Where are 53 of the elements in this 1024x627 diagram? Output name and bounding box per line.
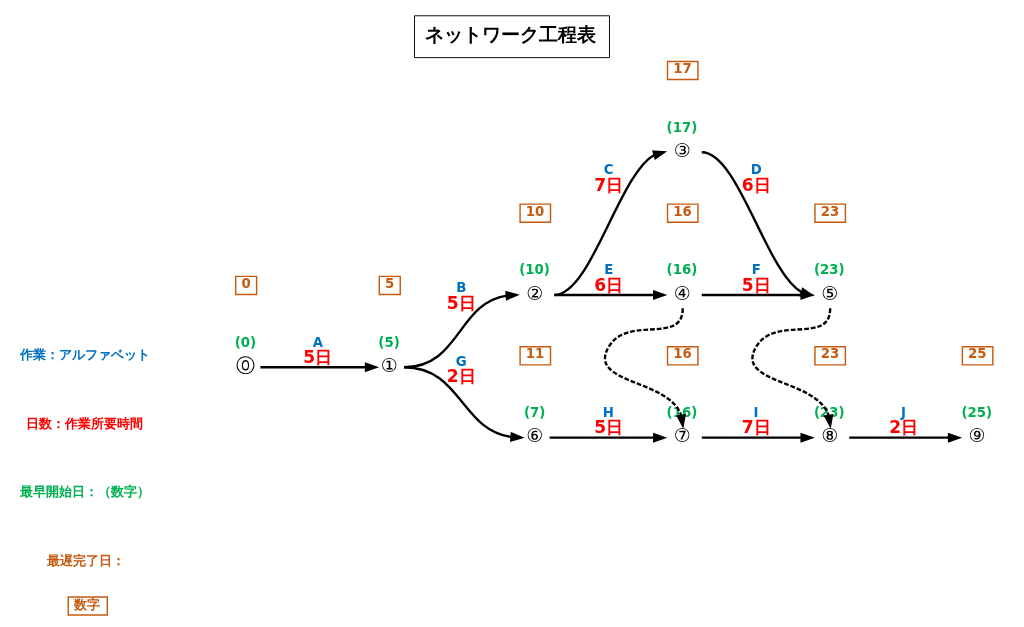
label: 作業：アルファベット [19, 347, 150, 363]
label: 日数：作業所要時間 [26, 415, 144, 431]
edge-label: D 6日 [741, 162, 771, 195]
node-text: ① [380, 354, 398, 376]
node-text: ⑨ [968, 424, 986, 447]
node-label: (7) [523, 404, 546, 420]
arrow [751, 308, 834, 429]
edge-label: E 6日 [594, 262, 624, 295]
node-box: 17 [666, 60, 699, 81]
node-box: 10 [519, 203, 552, 223]
diagram-title: ネットワーク工程表 [425, 22, 597, 45]
arrow [549, 432, 668, 443]
node-text: ⑤ [821, 281, 839, 304]
arrow [554, 150, 668, 297]
node-box: 数字 [67, 596, 108, 616]
arrow [701, 432, 815, 443]
node-text: ⑥ [526, 424, 544, 447]
edge-label: G 2日 [446, 353, 476, 386]
edge-label: F 5日 [741, 262, 771, 295]
node-label: (17) [666, 119, 698, 135]
node-label: (5) [378, 334, 400, 350]
node-box: 25 [961, 346, 994, 366]
arrow [260, 362, 380, 373]
arrow [604, 308, 687, 429]
node-box: 16 [666, 203, 699, 223]
node-box: 0 [234, 275, 258, 296]
edge-label: C 7日 [594, 162, 624, 195]
edge-label: B 5日 [446, 280, 476, 313]
edge-label: H 5日 [594, 404, 624, 438]
arrow [554, 289, 668, 300]
node-label: (25) [961, 404, 993, 420]
arrow [403, 366, 525, 442]
node-box: 11 [519, 346, 552, 366]
label: 最遅完了日： [46, 552, 125, 568]
edge-label: J 2日 [889, 404, 919, 438]
node-text: ③ [673, 139, 691, 162]
edge-label: I 7日 [741, 404, 771, 438]
node-text: ② [526, 281, 544, 304]
node-label: (10) [519, 262, 550, 278]
edge-label: A 5日 [303, 334, 333, 367]
node-text: ⓪ [236, 354, 256, 376]
node-text: ④ [673, 281, 691, 304]
node-text: ⑦ [673, 424, 691, 447]
node-label: (0) [234, 334, 257, 350]
node-label: (16) [666, 262, 698, 278]
node-label: (23) [814, 262, 845, 278]
node-box: 5 [378, 275, 401, 296]
arrow [849, 432, 963, 443]
node-box: 23 [814, 346, 847, 366]
node-box: 23 [814, 203, 847, 223]
node-text: ⑧ [821, 424, 839, 447]
node-box: 16 [666, 346, 699, 366]
label: 最早開始日：（数字） [19, 484, 150, 500]
